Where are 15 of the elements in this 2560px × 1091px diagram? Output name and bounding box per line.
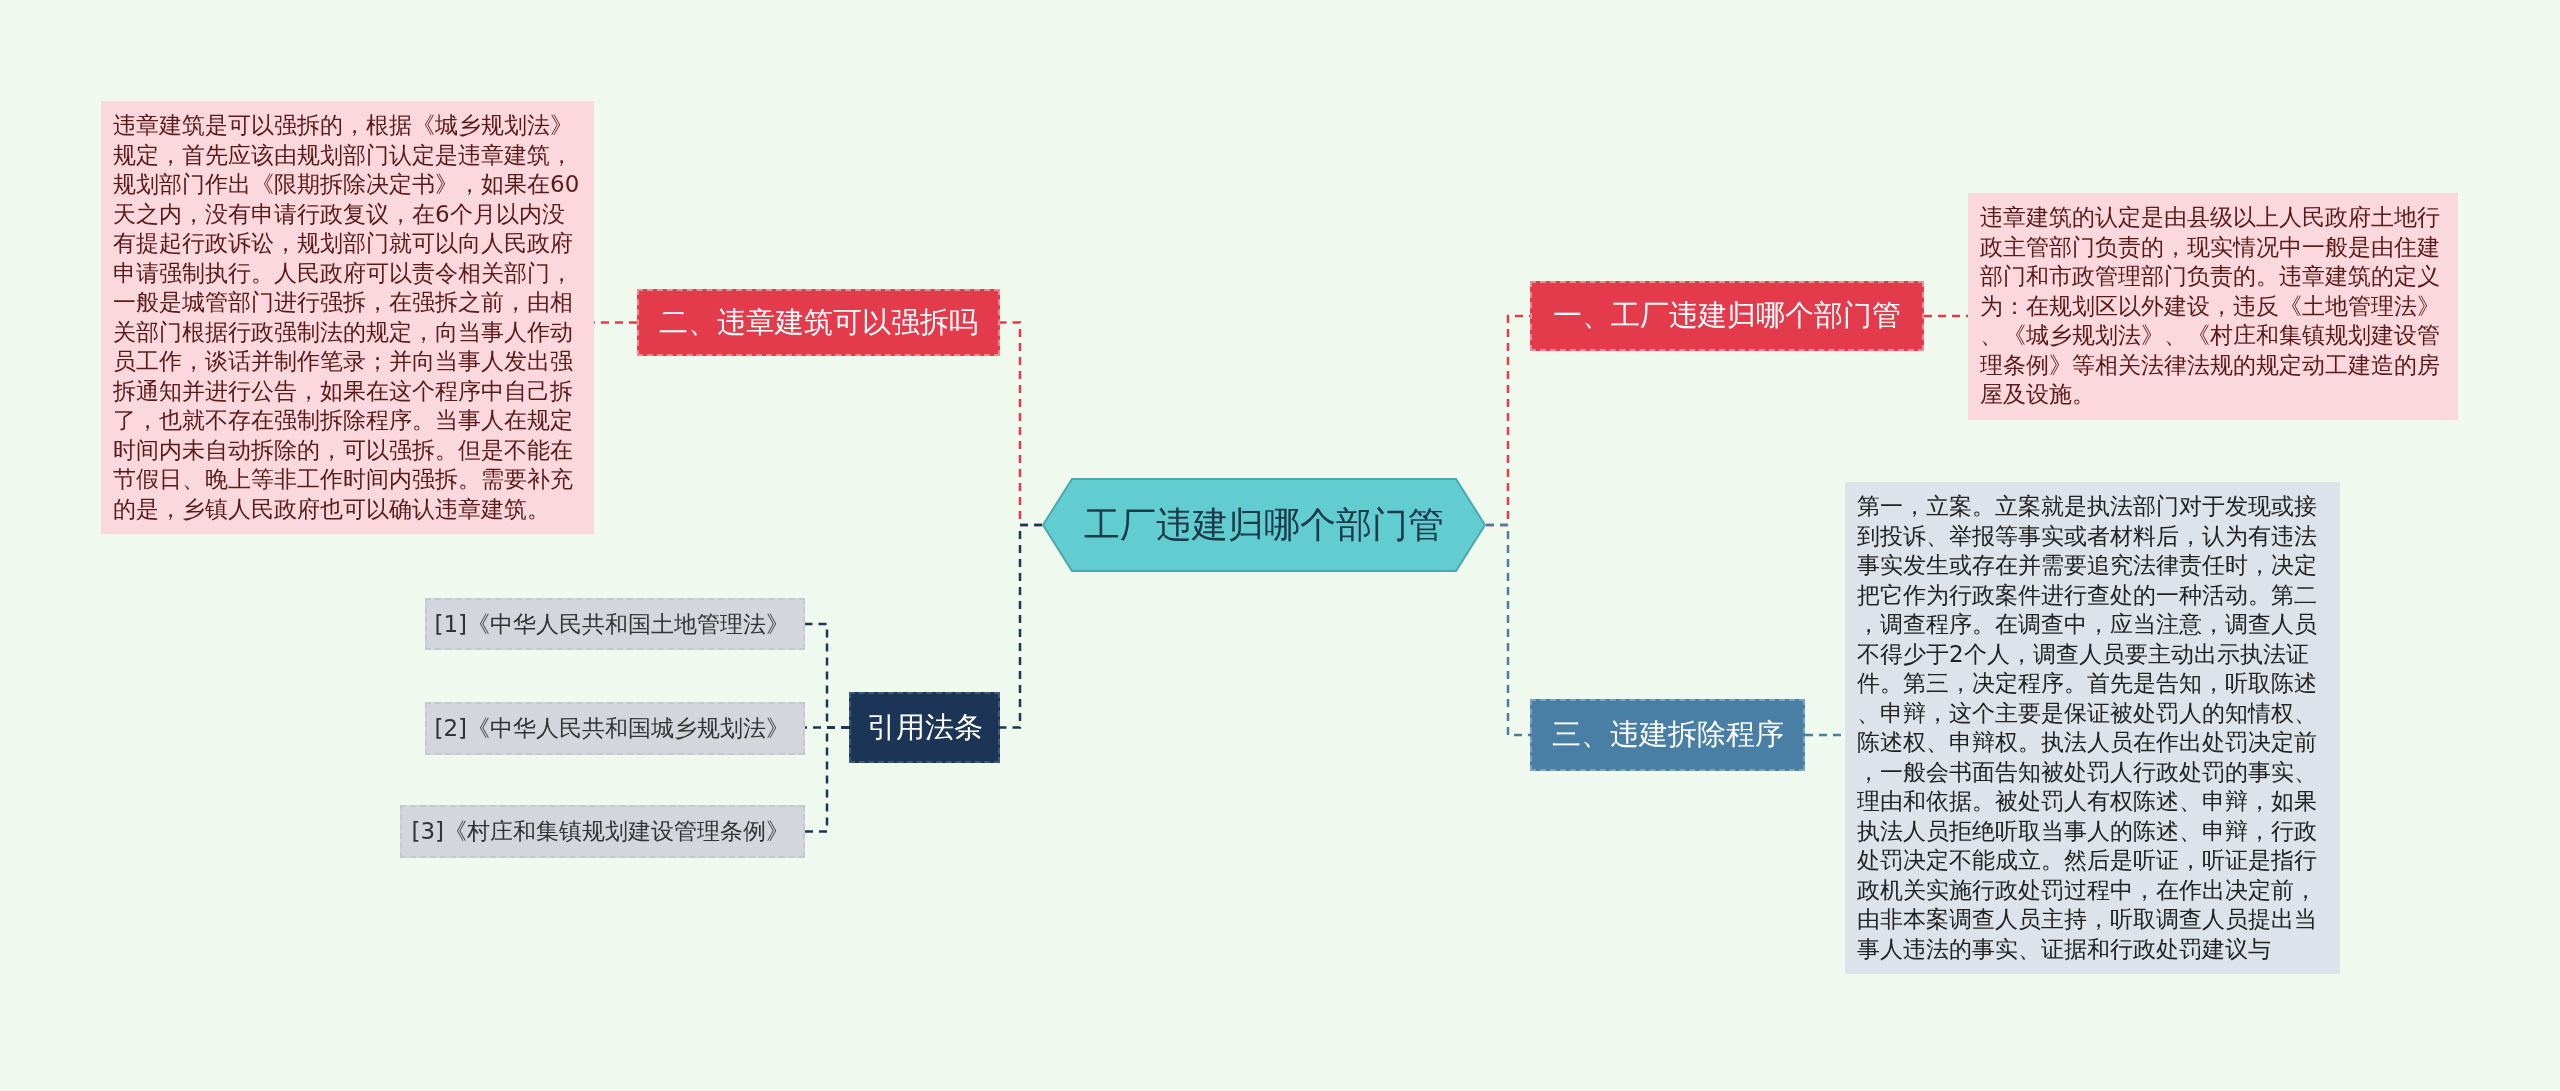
branch-topic: 引用法条 [849,692,1000,763]
branch-topic: 三、违建拆除程序 [1530,699,1805,771]
connector [805,726,849,833]
note-box: 违章建筑是可以强拆的，根据《城乡规划法》规定，首先应该由规划部门认定是违章建筑，规划部门作出《限期拆除决定书》，如果在60天之内，没有申请行政复议，在6个月以内没有提起行政诉讼，规划部门就可以向人民政府申请强制执行。人民政府可以责令相关部门，一般是城管部门进行强拆，在强拆之前，由相关部门根据行政强制法的规定，向当事人作动员工作，谈话并制作笔录；并向当事人发出强拆通知并进行公告，如果在这个程序中自己拆了，也就不存在强制拆除程序。当事人在规定时间内未自动拆除的，可以强拆。但是不能在节假日、晚上等非工作时间内强拆。需要补充的是，乡镇人民政府也可以确认违章建筑。 [101,101,594,534]
central-topic: 工厂违建归哪个部门管 [1042,478,1486,572]
note-box: 第一，立案。立案就是执法部门对于发现或接到投诉、举报等事实或者材料后，认为有违法事实发生或存在并需要追究法律责任时，决定把它作为行政案件进行查处的一种活动。第二，调查程序。在调查中，应当注意，调查人员不得少于2个人，调查人员要主动出示执法证件。第三，决定程序。首先是告知，听取陈述、申辩，这个主要是保证被处罚人的知情权、陈述权、申辩权。执法人员在作出处罚决定前，一般会书面告知被处罚人行政处罚的事实、理由和依据。被处罚人有权陈述、申辩，如果执法人员拒绝听取当事人的陈述、申辩，行政处罚决定不能成立。然后是听证，听证是指行政机关实施行政处罚过程中，在作出决定前，由非本案调查人员主持，听取调查人员提出当事人违法的事实、证据和行政处罚建议与 [1845,482,2340,974]
connector [1924,314,1968,318]
branch-topic: 一、工厂违建归哪个部门管 [1530,281,1924,351]
connector [1486,523,1530,737]
branch-topic: 二、违章建筑可以强拆吗 [637,289,1000,356]
reference-box: [3]《村庄和集镇规划建设管理条例》 [400,805,805,858]
reference-box: [2]《中华人民共和国城乡规划法》 [425,702,805,755]
connector [1000,523,1042,729]
note-box: 违章建筑的认定是由县级以上人民政府土地行政主管部门负责的，现实情况中一般是由住建部门和市政管理部门负责的。违章建筑的定义为：在规划区以外建设，违反《土地管理法》、《城乡规划法》、《村庄和集镇规划建设管理条例》等相关法律法规的规定动工建造的房屋及设施。 [1968,193,2458,420]
reference-box: [1]《中华人民共和国土地管理法》 [425,598,805,650]
